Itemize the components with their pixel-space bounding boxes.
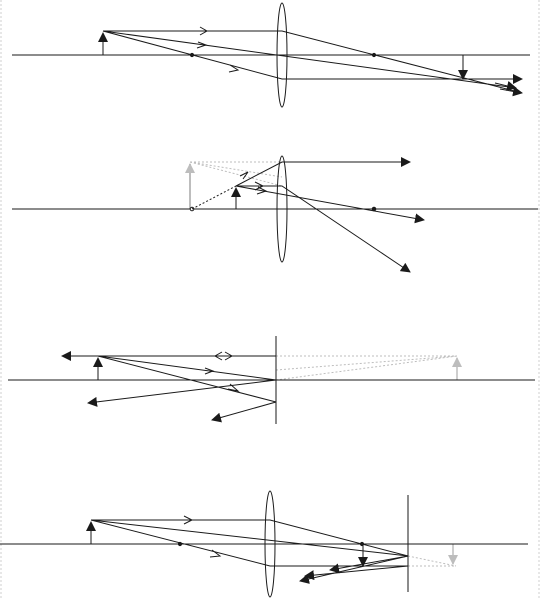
direction-chevron (209, 549, 222, 558)
direction-chevron (239, 171, 249, 180)
direction-chevron (227, 383, 240, 392)
incident-ray-to-vertex (97, 355, 277, 381)
direction-chevron (199, 26, 209, 36)
ray-through-center (102, 30, 517, 89)
reflected-ray (299, 555, 409, 584)
diagram-1-convex-lens-real-image (12, 2, 530, 108)
virtual-ray-extensions (189, 161, 283, 187)
direction-chevron (204, 367, 215, 375)
ray-through-focus (102, 30, 522, 80)
virtual-ray-extensions (275, 355, 458, 381)
virtual-ray-extensions (407, 555, 457, 567)
direction-chevron (256, 186, 268, 195)
ray-through-center (235, 185, 425, 224)
ray-parallel (236, 185, 411, 273)
convex-lens (276, 155, 288, 263)
direction-chevron (183, 515, 194, 525)
ray-through-center (90, 519, 409, 557)
incident-ray-to-mirror (97, 355, 277, 403)
reflected-ray (211, 401, 277, 423)
ray-parallel (103, 30, 523, 94)
focus-construction-line (191, 185, 237, 210)
direction-chevron (254, 181, 265, 191)
ray-through-focus (235, 157, 411, 187)
diagram-3-concave-mirror (8, 336, 535, 424)
reflected-ray (87, 379, 277, 407)
ray-parallel (91, 519, 409, 557)
direction-chevron (228, 64, 240, 73)
direction-chevron-pair (213, 351, 234, 361)
reflected-ray (329, 555, 409, 574)
ray-arrowhead (499, 86, 523, 97)
diagram-4-lens-mirror-system (0, 490, 528, 598)
convex-lens (264, 490, 276, 598)
reflected-ray (304, 565, 409, 581)
diagram-2-convex-lens-virtual-image (12, 155, 538, 273)
direction-chevron (196, 41, 208, 49)
